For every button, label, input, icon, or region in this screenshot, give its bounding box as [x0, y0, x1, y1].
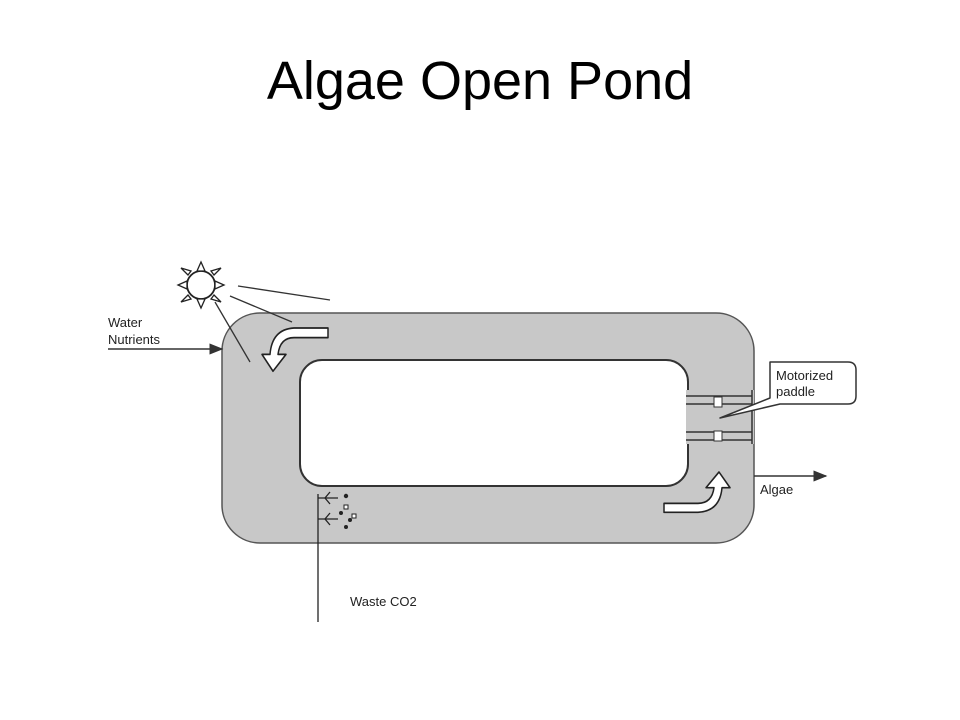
sun-rays: [214, 285, 331, 363]
output-label: Algae: [760, 482, 793, 497]
gas-bubbles-icon: [339, 493, 357, 529]
input-label-line2: Nutrients: [108, 332, 161, 347]
input-label-line1: Water: [108, 315, 143, 330]
co2-injector: [317, 491, 338, 622]
flow-arrow-icon: [261, 327, 329, 373]
slide-title: Algae Open Pond: [266, 51, 694, 111]
flow-arrow-icon-2: [663, 471, 731, 514]
paddle-label-line1: Motorized: [776, 368, 833, 383]
paddle-wheel-icon: [686, 390, 754, 444]
paddle-callout: Motorized paddle: [719, 361, 857, 419]
co2-label: Waste CO2: [350, 594, 417, 609]
paddle-label-line2: paddle: [776, 384, 815, 399]
pond-island: [299, 359, 689, 487]
sun-icon: [176, 260, 226, 310]
